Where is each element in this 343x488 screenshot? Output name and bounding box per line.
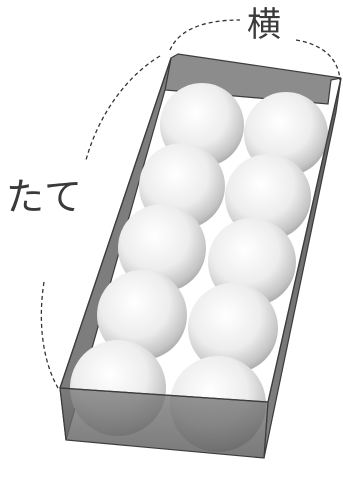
egg — [118, 204, 206, 292]
length-dimension-arc-upper — [85, 55, 161, 161]
length-label: たて — [6, 175, 82, 219]
egg — [97, 270, 187, 360]
egg — [188, 283, 278, 373]
carton-left-edge — [59, 57, 172, 389]
length-dimension-arc-lower — [40, 281, 59, 389]
width-dimension-arc — [169, 19, 341, 81]
width-label: 横 — [247, 5, 281, 45]
carton-right-edge — [267, 77, 342, 403]
carton-front-top-edge — [59, 387, 269, 403]
